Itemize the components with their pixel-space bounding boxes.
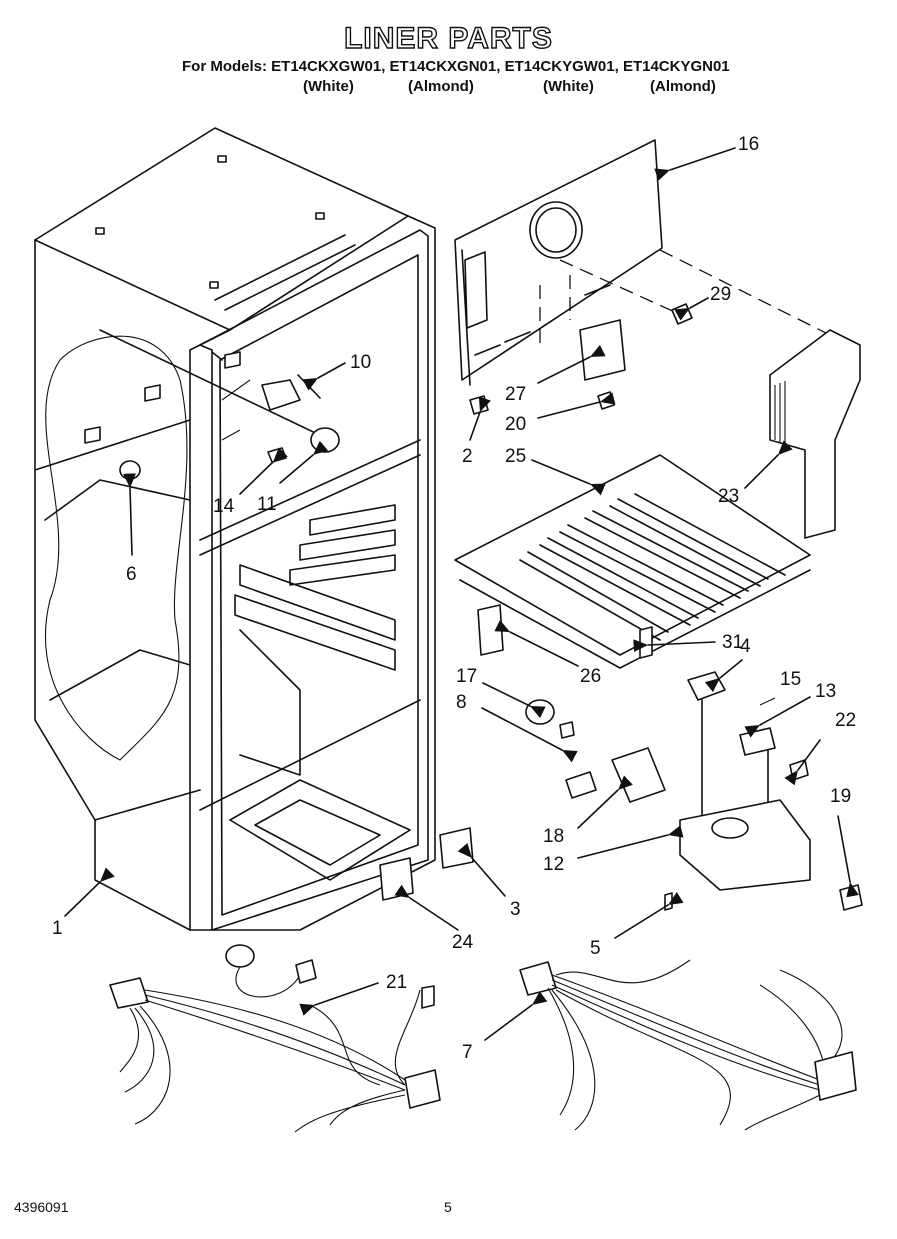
callout-1: 1 <box>52 918 63 939</box>
callout-29: 29 <box>710 284 731 305</box>
callout-18: 18 <box>543 826 564 847</box>
footer-page-number: 5 <box>444 1199 452 1215</box>
callout-4: 4 <box>740 636 751 657</box>
callout-12: 12 <box>543 854 564 875</box>
callout-23: 23 <box>718 486 739 507</box>
callout-19: 19 <box>830 786 851 807</box>
callout-3: 3 <box>510 899 521 920</box>
callout-13: 13 <box>815 681 836 702</box>
callout-10: 10 <box>350 352 371 373</box>
liner-cabinet <box>34 127 436 931</box>
finish-label-1: (White) <box>303 78 354 95</box>
finish-label-2: (Almond) <box>408 78 474 95</box>
models-line: For Models: ET14CKXGW01, ET14CKXGN01, ET… <box>182 58 730 75</box>
callout-25: 25 <box>505 446 526 467</box>
wire-harnesses <box>109 944 857 1133</box>
callout-14: 14 <box>213 496 235 517</box>
finish-label-3: (White) <box>543 78 594 95</box>
page-title: LINER PARTS <box>343 21 553 55</box>
callout-5: 5 <box>590 938 601 959</box>
fan-shroud-cover <box>769 329 861 539</box>
callout-8: 8 <box>456 692 467 713</box>
callout-arrows <box>64 147 859 1041</box>
callout-24: 24 <box>452 932 474 953</box>
callout-22: 22 <box>835 710 856 731</box>
evaporator-cover <box>454 454 811 669</box>
footer-part-number: 4396091 <box>14 1199 69 1215</box>
callout-11: 11 <box>257 494 277 515</box>
callout-7: 7 <box>462 1042 473 1063</box>
callout-15: 15 <box>780 669 801 690</box>
callout-6: 6 <box>126 564 137 585</box>
callout-21: 21 <box>386 972 407 993</box>
callout-16: 16 <box>738 134 759 155</box>
callout-17: 17 <box>456 666 477 687</box>
callout-31: 31 <box>722 632 743 653</box>
callout-26: 26 <box>580 666 601 687</box>
callout-2: 2 <box>462 446 473 467</box>
callout-numbers: 16 29 10 11 14 6 2 27 20 25 23 26 31 4 1… <box>52 134 856 1063</box>
callout-27: 27 <box>505 384 526 405</box>
finish-label-4: (Almond) <box>650 78 716 95</box>
callout-20: 20 <box>505 414 526 435</box>
